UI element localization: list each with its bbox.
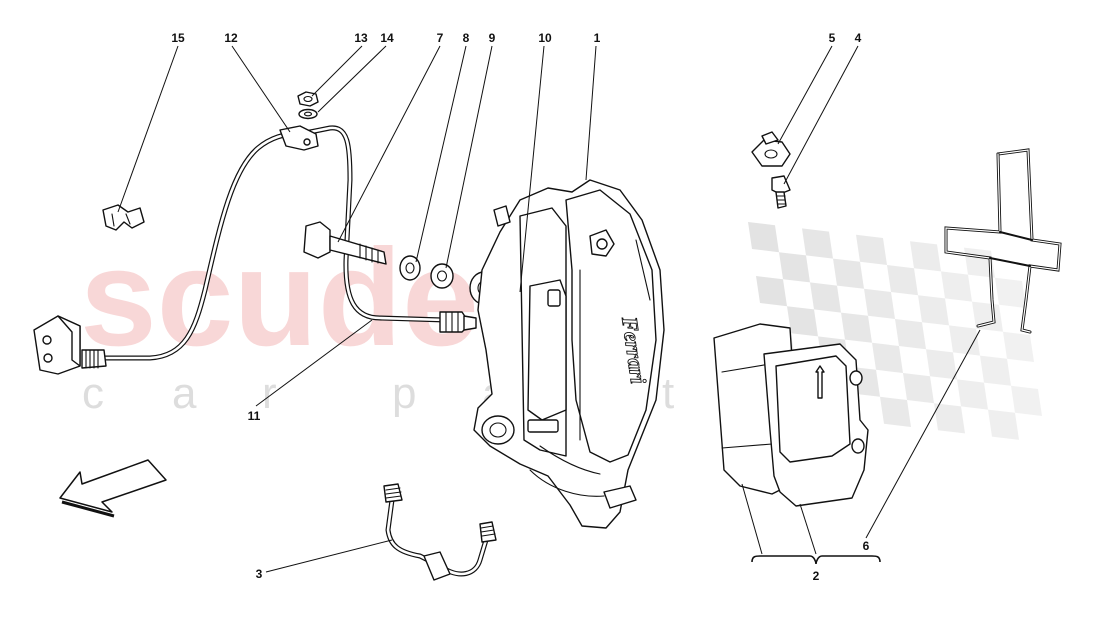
callout-8[interactable]: 8 bbox=[463, 31, 470, 45]
checker-square bbox=[1003, 331, 1034, 362]
callout-4[interactable]: 4 bbox=[855, 31, 862, 45]
callout-9[interactable]: 9 bbox=[489, 31, 496, 45]
checker-square bbox=[957, 379, 988, 410]
callout-2[interactable]: 2 bbox=[813, 569, 820, 583]
checker-square bbox=[887, 265, 918, 296]
checker-square bbox=[864, 288, 895, 319]
checker-square bbox=[988, 409, 1019, 440]
callout-12[interactable]: 12 bbox=[224, 31, 238, 45]
watermark-tagline: c a r p a r t s bbox=[82, 369, 774, 418]
watermark-letter: c bbox=[82, 369, 104, 418]
checker-square bbox=[833, 258, 864, 289]
callout-7[interactable]: 7 bbox=[437, 31, 444, 45]
part-6-anti-rattle-spring[interactable] bbox=[944, 148, 1062, 334]
part-5-bleeder-cap[interactable] bbox=[751, 131, 791, 167]
checker-square bbox=[779, 252, 810, 283]
callout-14[interactable]: 14 bbox=[380, 31, 394, 45]
checker-square bbox=[756, 276, 787, 307]
part-4-bleeder-screw[interactable] bbox=[771, 175, 791, 209]
callout-leader-lines bbox=[117, 45, 981, 573]
checker-square bbox=[895, 319, 926, 350]
checker-square bbox=[810, 282, 841, 313]
checker-square bbox=[903, 373, 934, 404]
checker-square bbox=[856, 234, 887, 265]
callout-1[interactable]: 1 bbox=[594, 31, 601, 45]
watermark-letter: r bbox=[262, 369, 277, 418]
callout-10[interactable]: 10 bbox=[538, 31, 552, 45]
checker-square bbox=[841, 312, 872, 343]
checker-square bbox=[941, 271, 972, 302]
direction-arrow-icon bbox=[59, 459, 167, 518]
part-13-nut[interactable] bbox=[297, 91, 319, 107]
part-15-hose-clip[interactable] bbox=[102, 204, 145, 231]
callout-numbers: 15 12 13 14 7 8 9 10 1 5 4 11 3 6 2 bbox=[171, 31, 869, 583]
part-11-flexible-brake-hose[interactable] bbox=[81, 125, 477, 369]
checker-square bbox=[995, 277, 1026, 308]
checker-square bbox=[918, 295, 949, 326]
checker-square bbox=[872, 342, 903, 373]
hose-mounting-bracket bbox=[33, 315, 81, 375]
watermark-letter: t bbox=[662, 369, 674, 418]
part-8-spring-washer[interactable] bbox=[399, 255, 421, 281]
callout-3[interactable]: 3 bbox=[256, 567, 263, 581]
part-14-washer[interactable] bbox=[298, 108, 318, 120]
callout-11[interactable]: 11 bbox=[248, 409, 261, 423]
checker-square bbox=[802, 228, 833, 259]
part-7-caliper-bolt[interactable] bbox=[303, 221, 387, 265]
checker-square bbox=[980, 355, 1011, 386]
checker-square bbox=[748, 222, 779, 253]
watermark-letter: a bbox=[172, 369, 197, 418]
callout-15[interactable]: 15 bbox=[171, 31, 185, 45]
part-9-washer[interactable] bbox=[430, 263, 454, 289]
callout-13[interactable]: 13 bbox=[354, 31, 368, 45]
part-3-rigid-brake-pipe[interactable] bbox=[383, 483, 497, 581]
checker-square bbox=[972, 301, 1003, 332]
callout-5[interactable]: 5 bbox=[829, 31, 836, 45]
callout-6[interactable]: 6 bbox=[863, 539, 870, 553]
watermark-letter: p bbox=[392, 369, 416, 418]
checker-square bbox=[1011, 385, 1042, 416]
checker-square bbox=[880, 396, 911, 427]
checker-square bbox=[926, 349, 957, 380]
checker-square bbox=[934, 403, 965, 434]
checker-square bbox=[910, 241, 941, 272]
checker-square bbox=[949, 325, 980, 356]
checker-square bbox=[787, 306, 818, 337]
part-1-brake-caliper[interactable]: Ferrari bbox=[473, 179, 665, 529]
part-2-brake-pads[interactable] bbox=[713, 323, 869, 507]
